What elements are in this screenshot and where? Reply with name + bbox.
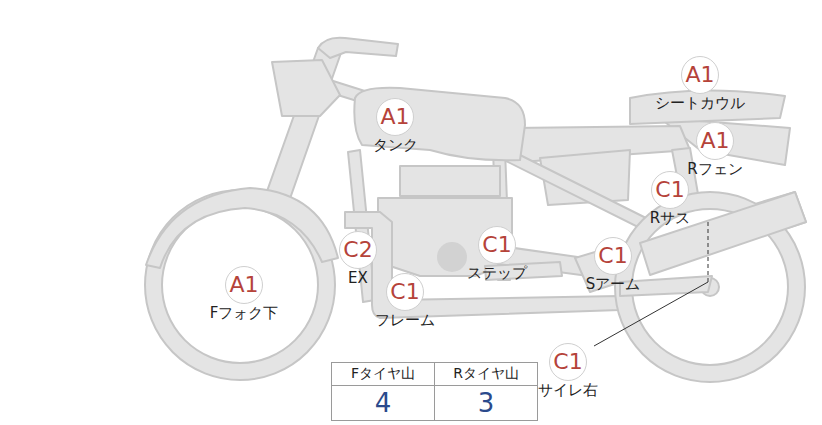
table-value: 3 [435, 386, 538, 421]
grade-code: C1 [478, 226, 516, 264]
damage-callout: C1ステップ [467, 226, 527, 282]
part-name: Fフォク下 [210, 305, 279, 322]
damage-callout: C1Rサス [650, 171, 690, 227]
grade-code: A1 [225, 266, 263, 304]
table-header: Rタイヤ山 [435, 363, 538, 386]
grade-code: C1 [549, 343, 587, 381]
part-name: ステップ [467, 265, 527, 282]
part-name: Rフェン [687, 161, 742, 178]
part-name: タンク [373, 137, 418, 154]
damage-callout: C1フレーム [375, 273, 435, 329]
damage-callout: A1タンク [373, 98, 418, 154]
table-row: Fタイヤ山Rタイヤ山 [332, 363, 538, 386]
part-name: Rサス [650, 210, 690, 227]
damage-callout: A1シートカウル [655, 56, 745, 112]
part-name: フレーム [375, 312, 435, 329]
table-value: 4 [332, 386, 435, 421]
grade-code: A1 [376, 98, 414, 136]
damage-callout: C1Sアーム [586, 237, 641, 293]
grade-code: C1 [594, 237, 632, 275]
grade-code: C1 [651, 171, 689, 209]
grade-code: A1 [681, 56, 719, 94]
damage-callout: A1Rフェン [687, 122, 742, 178]
tire-table: Fタイヤ山Rタイヤ山43 [331, 362, 538, 421]
part-name: サイレ右 [538, 382, 598, 399]
damage-callout: A1Fフォク下 [210, 266, 279, 322]
table-header: Fタイヤ山 [332, 363, 435, 386]
damage-callout: C2EX [339, 231, 377, 287]
grade-code: C2 [339, 231, 377, 269]
part-name: EX [348, 270, 368, 287]
part-name: Sアーム [586, 276, 641, 293]
damage-callout: C1サイレ右 [538, 343, 598, 399]
table-row: 43 [332, 386, 538, 421]
grade-code: A1 [696, 122, 734, 160]
part-name: シートカウル [655, 95, 745, 112]
grade-code: C1 [386, 273, 424, 311]
